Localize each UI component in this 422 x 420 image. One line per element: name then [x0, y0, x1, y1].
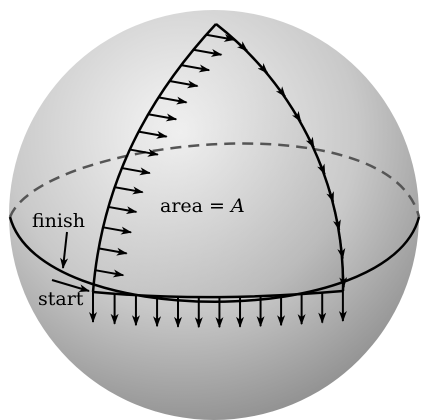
area-label: area = A	[160, 195, 245, 217]
transported-vectors-bottom-edge	[89, 291, 347, 329]
equator-front	[8, 216, 421, 303]
vector-arrow	[302, 127, 315, 149]
vector-arrow	[114, 186, 144, 195]
vector-arrow	[337, 236, 346, 260]
finish-label: finish	[32, 210, 85, 232]
vector-arrow	[339, 265, 348, 289]
vector-arrow	[333, 208, 341, 231]
triangle-edge-bottom	[92, 289, 344, 299]
vector-arrow	[270, 78, 286, 98]
vector-arrow	[138, 130, 168, 139]
vector-arrow	[95, 269, 125, 278]
equator-back-dashed	[8, 142, 421, 218]
vector-arrow	[121, 167, 151, 176]
vector-arrow	[102, 226, 133, 235]
vector-arrow	[230, 35, 248, 52]
finish-pointer-arrow	[60, 231, 69, 269]
vector-arrow	[287, 102, 302, 123]
vector-arrow	[148, 113, 178, 122]
start-label: start	[38, 288, 84, 310]
vector-arrow	[180, 64, 211, 73]
triangle-edge-left	[91, 23, 217, 293]
vector-arrow	[251, 56, 269, 74]
vector-arrow	[108, 205, 138, 215]
vector-arrow	[158, 96, 188, 105]
transported-vectors-right-edge	[230, 35, 348, 289]
vector-arrow	[169, 80, 199, 89]
vector-arrow	[129, 148, 159, 157]
start-pointer-arrow	[51, 279, 90, 292]
vector-arrow	[98, 247, 128, 256]
area-label-symbol: A	[229, 195, 245, 217]
vector-arrow	[315, 153, 326, 176]
transported-vectors-left-edge	[95, 33, 236, 278]
area-label-text: area =	[160, 195, 231, 217]
vector-arrow	[206, 33, 236, 42]
vector-arrow	[325, 180, 335, 203]
vector-arrow	[193, 48, 223, 57]
